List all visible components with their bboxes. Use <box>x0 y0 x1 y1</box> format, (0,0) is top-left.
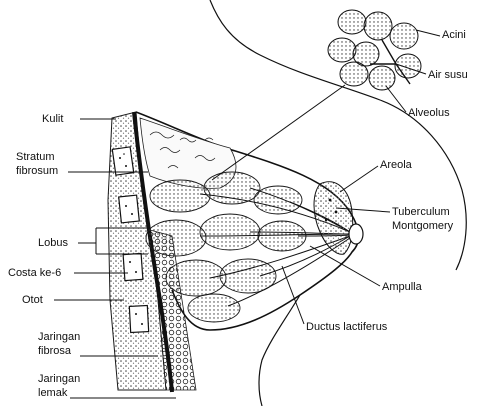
label-tuberculum-1: Tuberculum <box>392 206 450 218</box>
leader-acini <box>416 30 440 36</box>
nipple <box>349 224 363 244</box>
label-jlemak-1: Jaringan <box>38 373 80 385</box>
label-acini: Acini <box>442 29 466 41</box>
leader-alveolus <box>386 86 406 112</box>
leader-areola <box>340 166 378 192</box>
label-costa: Costa ke-6 <box>8 267 61 279</box>
label-stratum-1: Stratum <box>16 151 55 163</box>
label-jfibrosa-1: Jaringan <box>38 331 80 343</box>
label-alveolus: Alveolus <box>408 107 450 119</box>
label-otot: Otot <box>22 294 43 306</box>
body-outline-lower <box>259 295 300 406</box>
label-air-susu: Air susu <box>428 69 468 81</box>
label-ampulla: Ampulla <box>382 281 423 293</box>
label-ductus: Ductus lactiferus <box>306 321 388 333</box>
label-areola: Areola <box>380 159 413 171</box>
label-lobus: Lobus <box>38 237 68 249</box>
areola <box>314 182 353 255</box>
label-jfibrosa-2: fibrosa <box>38 345 72 357</box>
label-tuberculum-2: Montgomery <box>392 220 454 232</box>
label-kulit: Kulit <box>42 113 63 125</box>
label-jlemak-2: lemak <box>38 387 68 399</box>
acini-cluster-inset <box>328 10 421 90</box>
label-stratum-2: fibrosum <box>16 165 58 177</box>
